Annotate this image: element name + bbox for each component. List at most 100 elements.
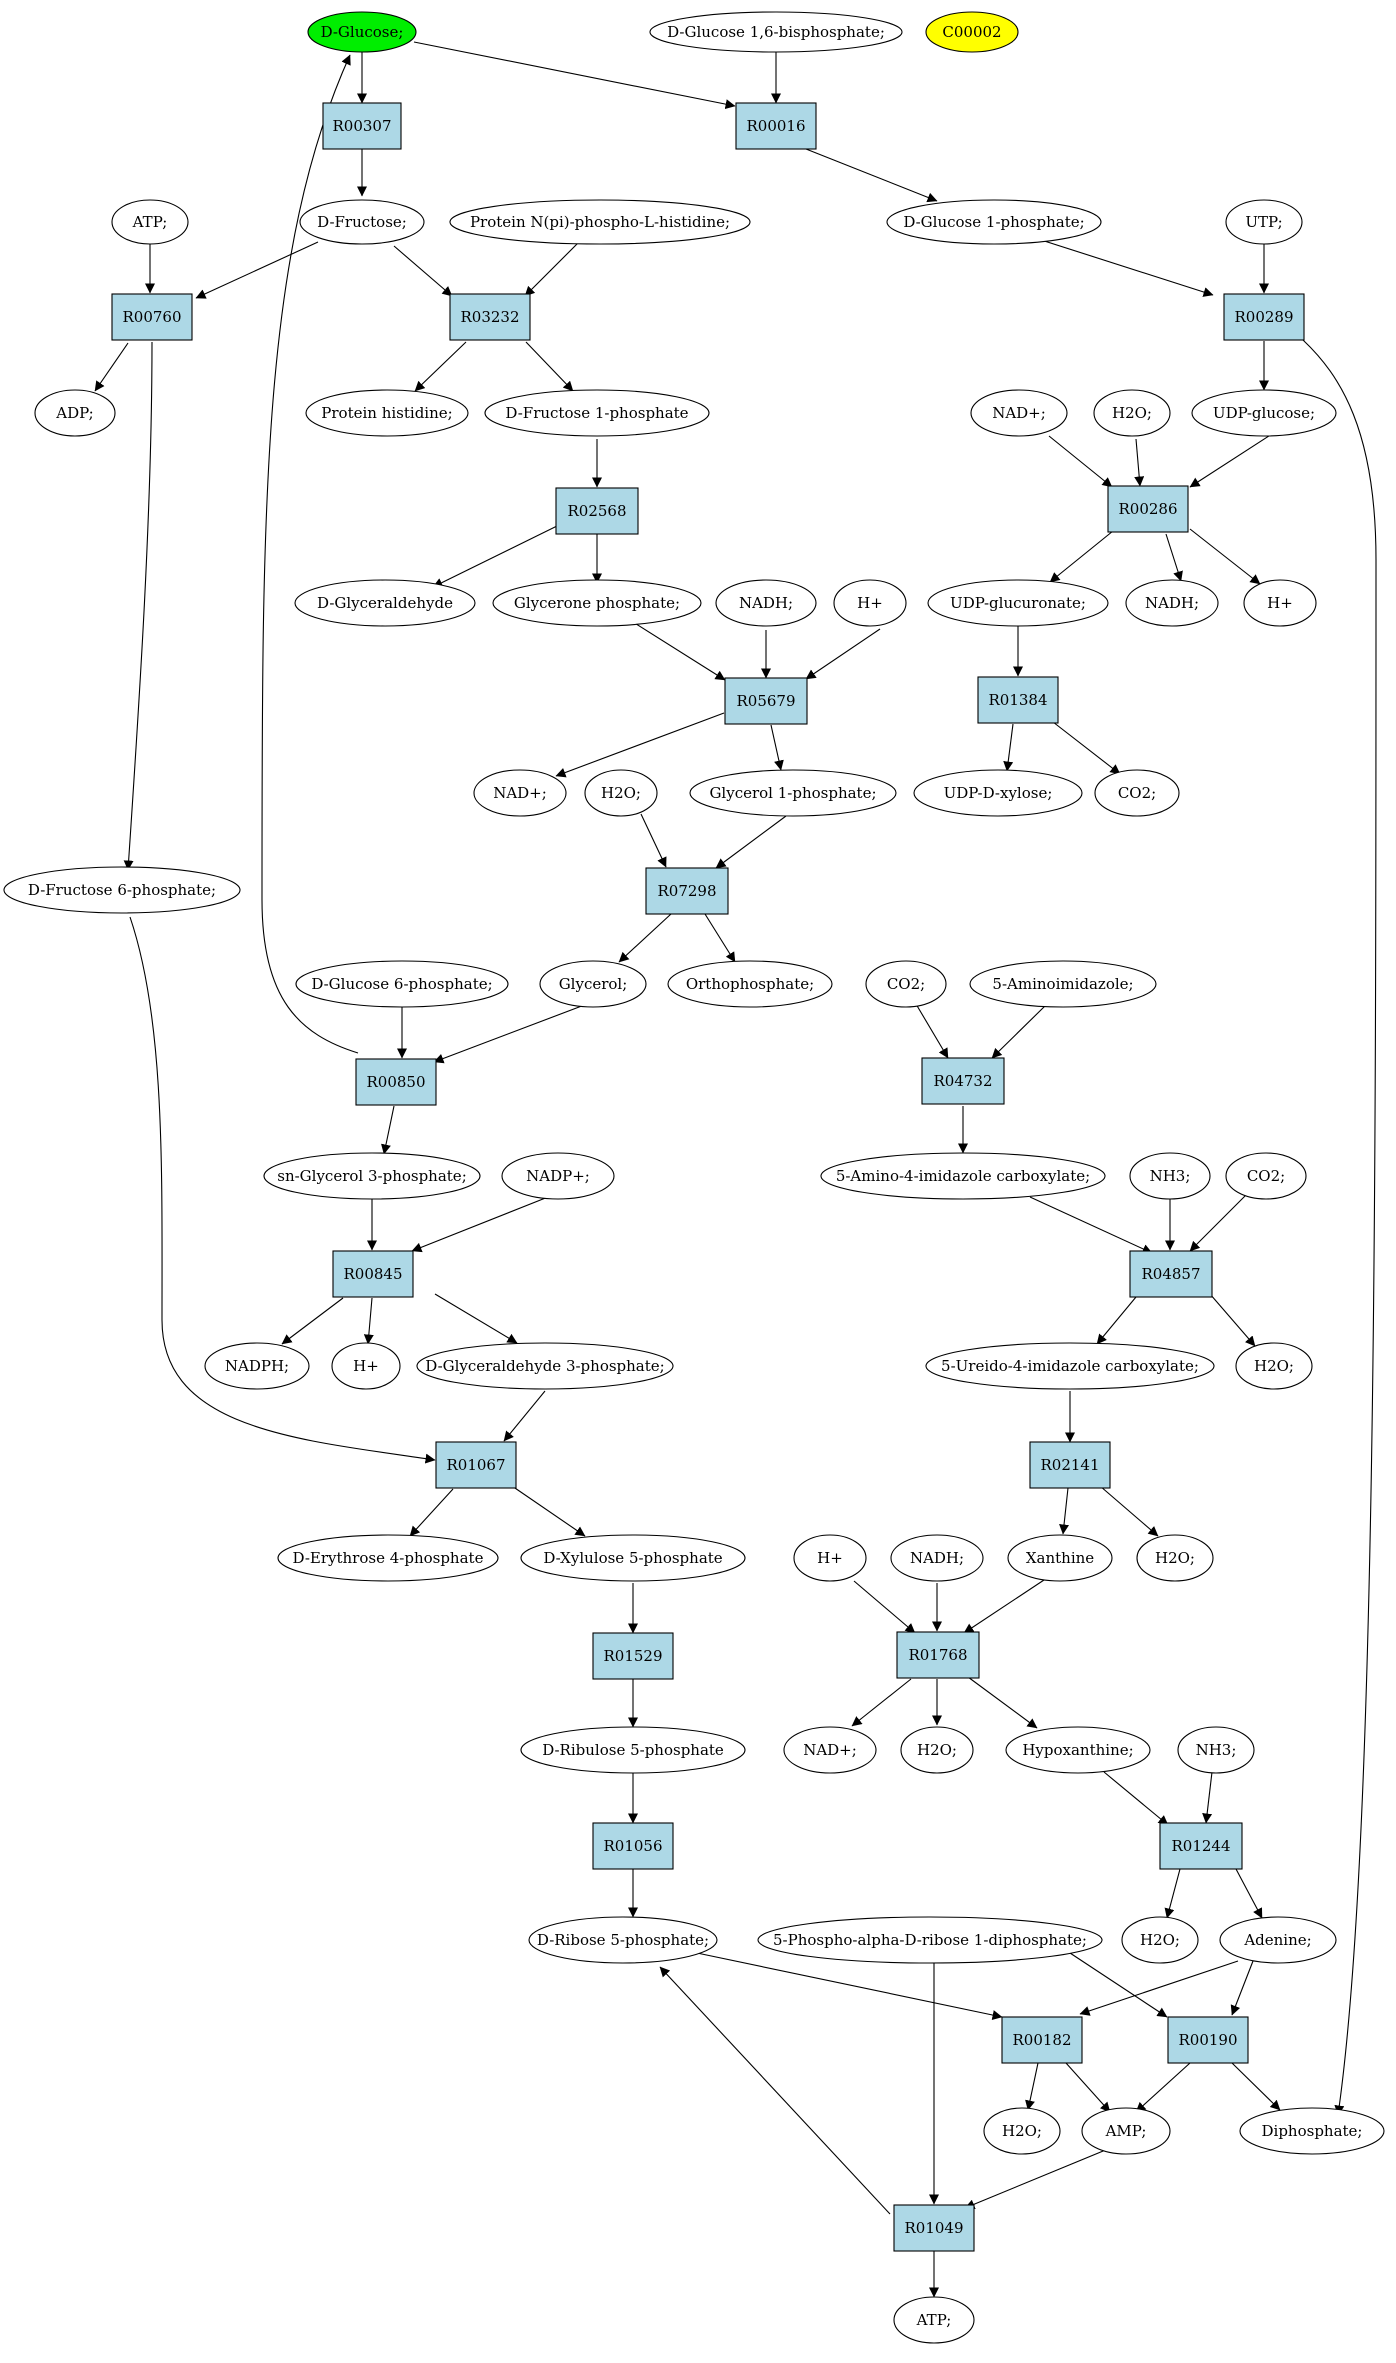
compound-node[interactable]: NAD+; (783, 1726, 877, 1774)
compound-node[interactable]: ADP; (34, 389, 116, 437)
reaction-node[interactable]: R02568 (555, 487, 639, 535)
compound-node[interactable]: Glycerol; (539, 960, 647, 1008)
compound-node[interactable]: H+ (833, 579, 907, 627)
compound-node[interactable]: D-Fructose; (299, 199, 425, 245)
compound-node[interactable]: Diphosphate; (1239, 2107, 1385, 2155)
edge (411, 1196, 549, 1253)
reaction-node[interactable]: R01384 (977, 676, 1059, 724)
compound-node[interactable]: CO2; (865, 960, 947, 1008)
compound-node[interactable]: D-Glyceraldehyde (294, 579, 476, 627)
compound-node[interactable]: UTP; (1225, 199, 1303, 245)
compound-node[interactable]: NADPH; (204, 1342, 310, 1390)
node-label: R00760 (122, 308, 181, 326)
compound-node[interactable]: D-Xylulose 5-phosphate (520, 1534, 746, 1582)
reaction-node[interactable]: R07298 (645, 867, 729, 915)
edge (1209, 1293, 1256, 1347)
compound-node[interactable]: ATP; (111, 199, 189, 245)
node-label: R03232 (460, 308, 519, 326)
node-label: H2O; (1112, 404, 1152, 422)
compound-node[interactable]: Protein histidine; (305, 389, 469, 437)
node-shape (1129, 1250, 1213, 1298)
compound-node[interactable]: Glycerone phosphate; (492, 579, 702, 627)
reaction-node[interactable]: R03232 (449, 293, 531, 341)
compound-node[interactable]: H2O; (1093, 389, 1171, 437)
compound-node[interactable]: D-Ribulose 5-phosphate (520, 1726, 746, 1774)
compound-node[interactable]: UDP-D-xylose; (913, 769, 1083, 817)
reaction-node[interactable]: R01067 (435, 1441, 517, 1489)
compound-node[interactable]: H2O; (1136, 1534, 1214, 1582)
reaction-node[interactable]: R00845 (332, 1250, 414, 1298)
compound-node[interactable]: sn-Glycerol 3-phosphate; (263, 1152, 481, 1200)
compound-node[interactable]: NH3; (1129, 1152, 1211, 1200)
compound-node[interactable]: C00002 (925, 11, 1019, 53)
compound-node[interactable]: NH3; (1177, 1726, 1255, 1774)
node-shape (355, 1058, 437, 1106)
compound-node[interactable]: Xanthine (1007, 1534, 1113, 1582)
compound-node[interactable]: D-Glucose 1-phosphate; (886, 199, 1102, 245)
reaction-node[interactable]: R01049 (893, 2204, 975, 2252)
reaction-node[interactable]: R01529 (592, 1632, 674, 1680)
compound-node[interactable]: H+ (1243, 579, 1317, 627)
compound-node[interactable]: D-Glucose; (307, 11, 417, 53)
compound-node[interactable]: D-Fructose 1-phosphate (484, 389, 710, 437)
reaction-node[interactable]: R00190 (1167, 2016, 1249, 2064)
compound-node[interactable]: H2O; (1235, 1342, 1313, 1390)
compound-node[interactable]: NADH; (715, 579, 817, 627)
compound-node[interactable]: D-Ribose 5-phosphate; (528, 1916, 718, 1964)
compound-node[interactable]: D-Glucose 1,6-bisphosphate; (649, 11, 903, 53)
reaction-node[interactable]: R00016 (735, 102, 817, 150)
node-label: Adenine; (1243, 1931, 1311, 1949)
compound-node[interactable]: 5-Phospho-alpha-D-ribose 1-diphosphate; (757, 1916, 1103, 1964)
reaction-node[interactable]: R05679 (724, 677, 808, 725)
compound-node[interactable]: D-Erythrose 4-phosphate (277, 1534, 499, 1582)
reaction-node[interactable]: R01244 (1159, 1822, 1243, 1870)
compound-node[interactable]: H2O; (900, 1726, 974, 1774)
reaction-node[interactable]: R04857 (1129, 1250, 1213, 1298)
reaction-node[interactable]: R04732 (921, 1057, 1005, 1105)
compound-node[interactable]: AMP; (1081, 2107, 1171, 2155)
compound-node[interactable]: H2O; (584, 769, 658, 817)
node-shape (294, 579, 476, 627)
compound-node[interactable]: 5-Ureido-4-imidazole carboxylate; (925, 1342, 1215, 1390)
edge (414, 341, 467, 392)
node-shape (983, 2107, 1061, 2155)
node-shape (263, 1152, 481, 1200)
node-shape (299, 199, 425, 245)
compound-node[interactable]: Adenine; (1219, 1916, 1337, 1964)
node-shape (1177, 1726, 1255, 1774)
edge (1099, 1485, 1159, 1537)
reaction-node[interactable]: R00289 (1223, 293, 1305, 341)
compound-node[interactable]: D-Glyceraldehyde 3-phosphate; (416, 1342, 674, 1390)
reaction-node[interactable]: R00182 (1001, 2016, 1083, 2064)
compound-node[interactable]: D-Glucose 6-phosphate; (295, 960, 509, 1008)
compound-node[interactable]: NADP+; (501, 1152, 615, 1200)
compound-node[interactable]: H2O; (1121, 1916, 1199, 1964)
compound-node[interactable]: NADH; (890, 1534, 984, 1582)
compound-node[interactable]: H+ (793, 1534, 867, 1582)
compound-node[interactable]: Hypoxanthine; (1005, 1726, 1151, 1774)
reaction-node[interactable]: R01768 (896, 1631, 980, 1679)
compound-node[interactable]: NAD+; (970, 389, 1068, 437)
reaction-node[interactable]: R02141 (1029, 1441, 1111, 1489)
compound-node[interactable]: Glycerol 1-phosphate; (689, 769, 897, 817)
compound-node[interactable]: 5-Aminoimidazole; (969, 960, 1157, 1008)
compound-node[interactable]: NADH; (1125, 579, 1219, 627)
compound-node[interactable]: UDP-glucuronate; (927, 579, 1109, 627)
reaction-node[interactable]: R00307 (322, 102, 402, 150)
compound-node[interactable]: ATP; (893, 2296, 975, 2344)
compound-node[interactable]: 5-Amino-4-imidazole carboxylate; (820, 1152, 1106, 1200)
reaction-node[interactable]: R00286 (1107, 485, 1189, 533)
compound-node[interactable]: NAD+; (473, 769, 567, 817)
reaction-node[interactable]: R00760 (111, 293, 193, 341)
compound-node[interactable]: Protein N(pi)-phospho-L-histidine; (449, 199, 751, 245)
reaction-node[interactable]: R00850 (355, 1058, 437, 1106)
compound-node[interactable]: H2O; (983, 2107, 1061, 2155)
reaction-node[interactable]: R01056 (592, 1822, 674, 1870)
compound-node[interactable]: CO2; (1094, 769, 1180, 817)
compound-node[interactable]: CO2; (1225, 1152, 1307, 1200)
compound-node[interactable]: Orthophosphate; (667, 960, 833, 1008)
compound-node[interactable]: D-Fructose 6-phosphate; (3, 866, 241, 914)
compound-node[interactable]: UDP-glucose; (1191, 389, 1337, 437)
node-shape (307, 11, 417, 53)
compound-node[interactable]: H+ (331, 1342, 401, 1390)
